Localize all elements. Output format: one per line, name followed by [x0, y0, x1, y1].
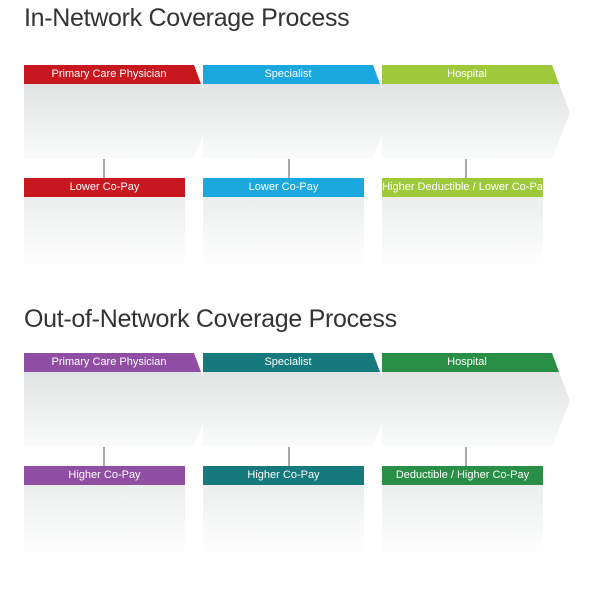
- connector-line: [288, 447, 290, 466]
- out-of-network-result-primary-care: Higher Co-Pay: [24, 466, 185, 560]
- chevron-arrow: [203, 65, 391, 158]
- chevron-arrow: [24, 353, 212, 446]
- chevron-header-band: [24, 65, 201, 84]
- step-label: Primary Care Physician: [51, 68, 167, 80]
- chevron-arrow: [382, 65, 570, 158]
- out-of-network-step-hospital: Hospital: [382, 353, 572, 449]
- step-label: Hospital: [447, 68, 487, 80]
- result-label: Lower Co-Pay: [203, 178, 364, 197]
- in-network-diagram: Primary Care Physician Specialist Hospit…: [0, 65, 600, 295]
- result-label: Lower Co-Pay: [24, 178, 185, 197]
- step-label: Primary Care Physician: [51, 356, 167, 368]
- out-of-network-result-hospital: Deductible / Higher Co-Pay: [382, 466, 543, 560]
- chevron-body: [382, 353, 570, 446]
- in-network-result-primary-care: Lower Co-Pay: [24, 178, 185, 272]
- connector-line: [103, 447, 105, 466]
- chevron-header-band: [382, 65, 559, 84]
- chevron-arrow: [24, 65, 212, 158]
- in-network-step-primary-care: Primary Care Physician: [24, 65, 214, 161]
- chevron-body: [24, 353, 212, 446]
- result-label: Higher Deductible / Lower Co-Pa: [382, 178, 543, 197]
- step-label: Hospital: [447, 356, 487, 368]
- chevron-body: [24, 65, 212, 158]
- step-label: Specialist: [264, 68, 312, 80]
- out-of-network-title: Out-of-Network Coverage Process: [24, 305, 397, 333]
- connector-line: [103, 159, 105, 178]
- result-label: Higher Co-Pay: [203, 466, 364, 485]
- chevron-arrow: [382, 353, 570, 446]
- chevron-arrow: [203, 353, 391, 446]
- chevron-header-band: [203, 353, 380, 372]
- result-label: Deductible / Higher Co-Pay: [382, 466, 543, 485]
- connector-line: [288, 159, 290, 178]
- connector-line: [465, 447, 467, 466]
- in-network-step-hospital: Hospital: [382, 65, 572, 161]
- out-of-network-step-specialist: Specialist: [203, 353, 393, 449]
- step-label: Specialist: [264, 356, 312, 368]
- chevron-header-band: [203, 65, 380, 84]
- connector-line: [465, 159, 467, 178]
- in-network-result-specialist: Lower Co-Pay: [203, 178, 364, 272]
- chevron-header-band: [382, 353, 559, 372]
- chevron-body: [203, 65, 391, 158]
- chevron-body: [203, 353, 391, 446]
- result-label: Higher Co-Pay: [24, 466, 185, 485]
- out-of-network-diagram: Primary Care Physician Specialist Hospit…: [0, 353, 600, 583]
- chevron-body: [382, 65, 570, 158]
- in-network-title: In-Network Coverage Process: [24, 4, 350, 32]
- in-network-result-hospital: Higher Deductible / Lower Co-Pa: [382, 178, 543, 272]
- chevron-header-band: [24, 353, 201, 372]
- out-of-network-step-primary-care: Primary Care Physician: [24, 353, 214, 449]
- in-network-step-specialist: Specialist: [203, 65, 393, 161]
- out-of-network-result-specialist: Higher Co-Pay: [203, 466, 364, 560]
